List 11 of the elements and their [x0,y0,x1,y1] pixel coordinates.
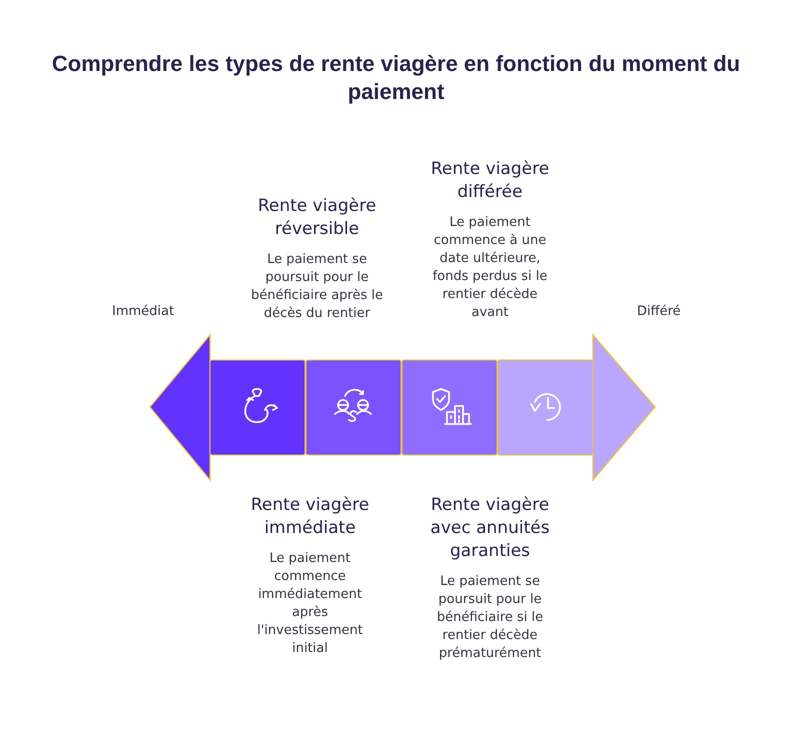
heading: Rente viagère immédiate [250,494,370,540]
description: Le paiement commence immédiatement après l'investissement initial [256,550,364,658]
description: Le paiement commence à une date ultérieure, fonds perdus si le rentier décède avant [432,214,548,322]
heading: Rente viagère réversible [256,195,378,241]
title: Comprendre les types de rente viagère en fonction du moment du paiement [50,50,742,106]
axis-label: Différé [637,304,681,319]
description: Le paiement se poursuit pour le bénéficiaire si le rentier décède prématurément [436,573,544,663]
heading: Rente viagère différée [430,158,550,204]
description: Le paiement se poursuit pour le bénéficiaire après le décès du rentier [250,251,384,323]
heading: Rente viagère avec annuités garanties [429,494,551,563]
axis-label: Immédiat [112,304,174,319]
